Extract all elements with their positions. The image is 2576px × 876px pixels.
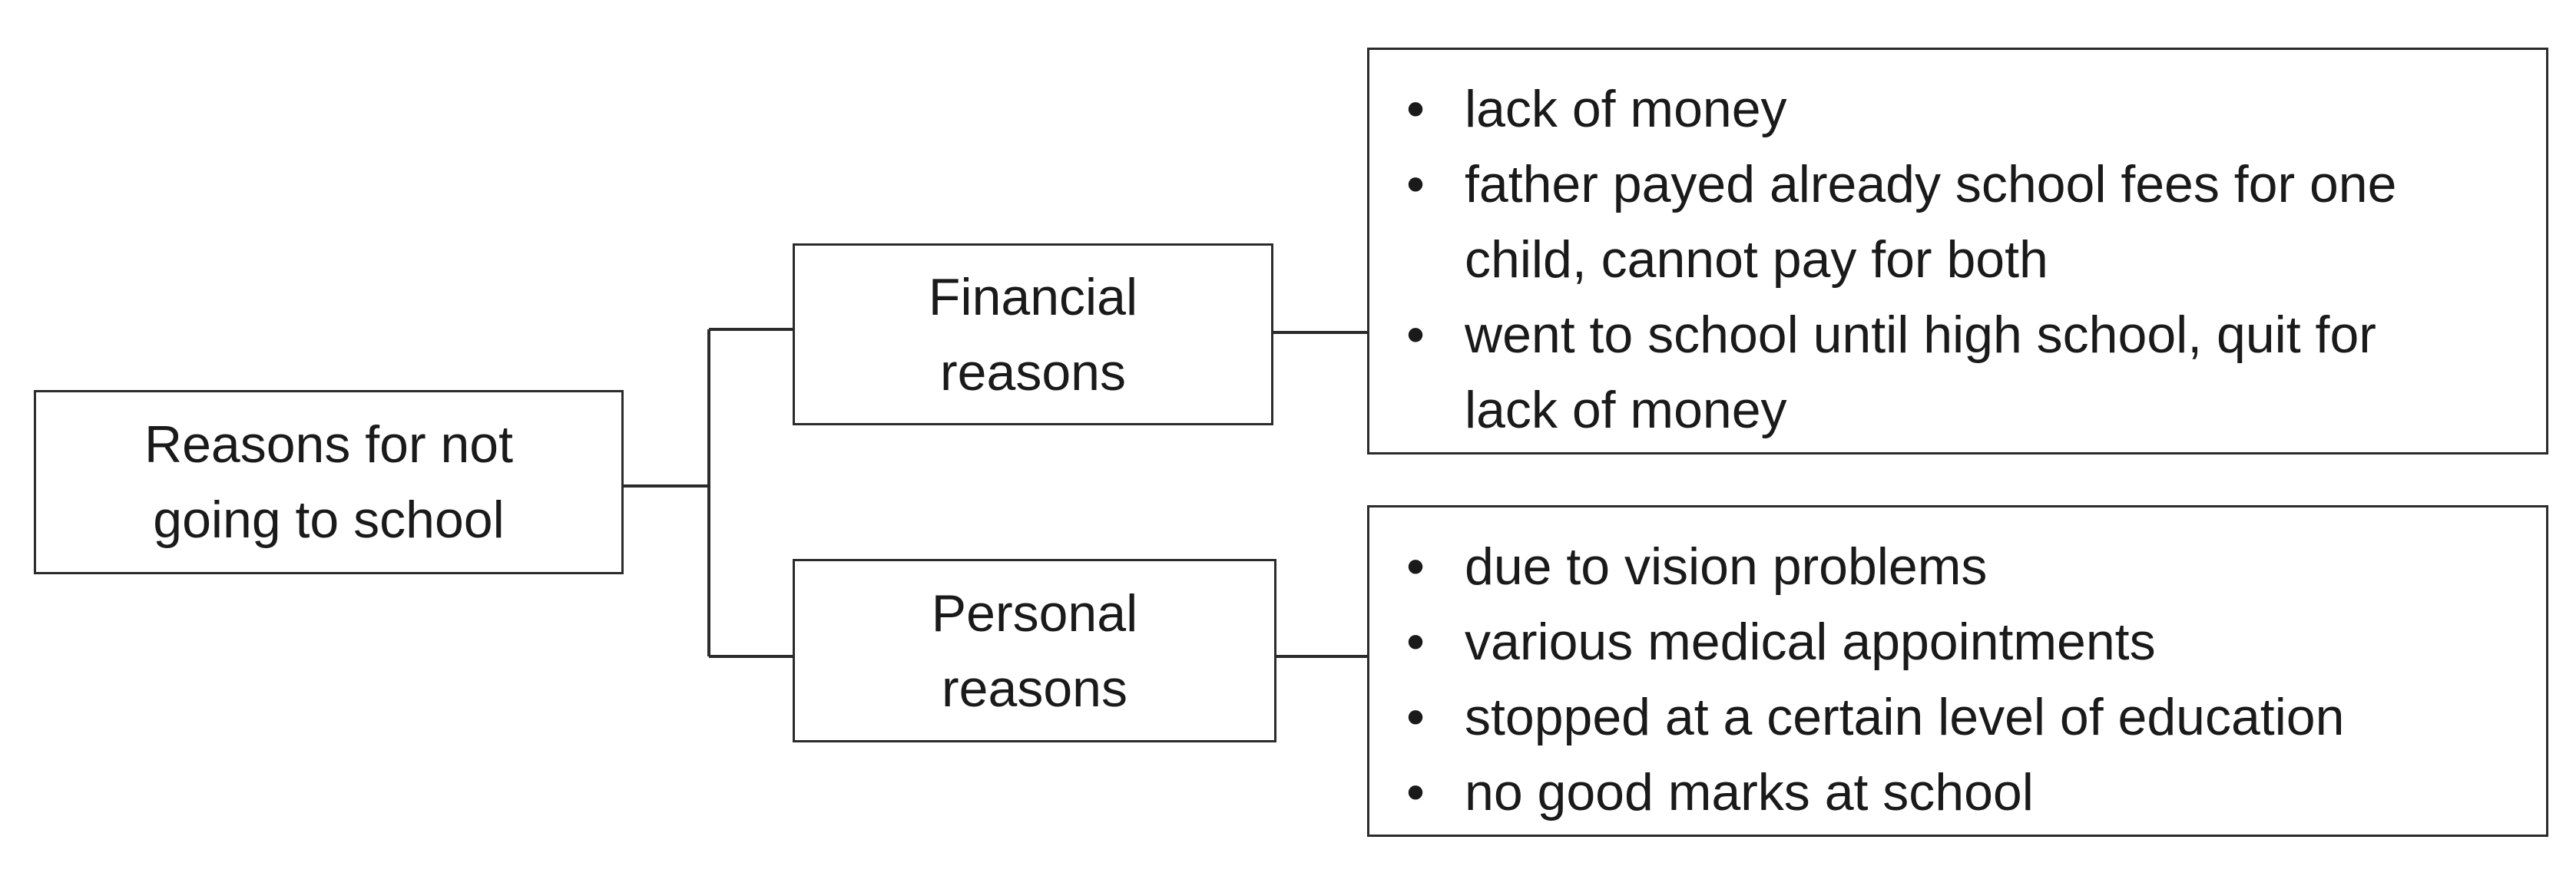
financial-detail-2-line-1: father payed already school fees for one (1465, 155, 2397, 213)
root-node-line-1: Reasons for not (144, 415, 514, 474)
bullet-icon: • (1406, 80, 1425, 138)
financial-detail-item: • father payed already school fees for o… (1400, 147, 2515, 297)
personal-detail-item: • various medical appointments (1400, 604, 2515, 679)
category-financial-line-2: reasons (940, 342, 1126, 402)
personal-detail-2-line-1: various medical appointments (1465, 613, 2156, 671)
financial-detail-2-line-2: child, cannot pay for both (1465, 230, 2048, 289)
personal-detail-item: • due to vision problems (1400, 529, 2515, 604)
bullet-icon: • (1406, 613, 1425, 671)
category-personal-line-2: reasons (942, 659, 1127, 718)
personal-detail-item: • stopped at a certain level of educatio… (1400, 679, 2515, 755)
category-personal-reasons: Personal reasons (793, 559, 1276, 742)
bullet-icon: • (1406, 306, 1425, 364)
financial-detail-3-line-1: went to school until high school, quit f… (1465, 306, 2376, 364)
root-node: Reasons for not going to school (34, 390, 624, 574)
financial-detail-item: • went to school until high school, quit… (1400, 297, 2515, 448)
personal-detail-item: • no good marks at school (1400, 755, 2515, 830)
financial-detail-item: • lack of money (1400, 71, 2515, 147)
personal-detail-4-line-1: no good marks at school (1465, 763, 2034, 821)
financial-details-list: • lack of money • father payed already s… (1400, 71, 2515, 448)
personal-detail-1-line-1: due to vision problems (1465, 537, 1988, 596)
bullet-icon: • (1406, 537, 1425, 596)
category-financial-line-1: Financial (928, 267, 1138, 326)
financial-detail-1-line-1: lack of money (1465, 80, 1787, 138)
bullet-icon: • (1406, 763, 1425, 821)
bullet-icon: • (1406, 155, 1425, 213)
category-personal-line-1: Personal (931, 583, 1138, 643)
category-financial-reasons: Financial reasons (793, 243, 1273, 425)
bullet-icon: • (1406, 688, 1425, 746)
financial-details-box: • lack of money • father payed already s… (1367, 48, 2548, 455)
personal-details-box: • due to vision problems • various medic… (1367, 505, 2548, 837)
personal-detail-3-line-1: stopped at a certain level of education (1465, 688, 2345, 746)
financial-detail-3-line-2: lack of money (1465, 381, 1787, 439)
personal-details-list: • due to vision problems • various medic… (1400, 529, 2515, 830)
root-node-line-2: going to school (153, 491, 505, 549)
